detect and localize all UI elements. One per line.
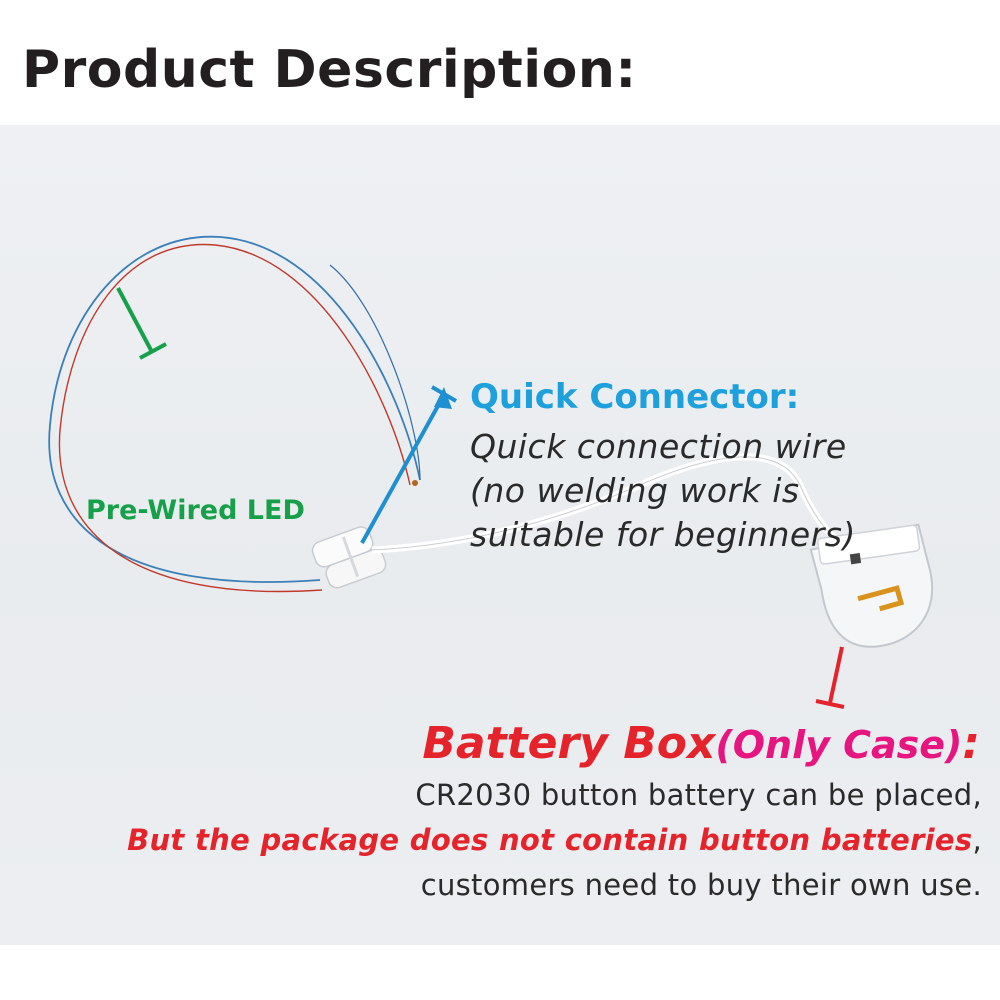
blue-arrow-head [434,387,452,409]
quick-connector [311,526,387,589]
battery-box-title-sub: (Only Case) [715,723,963,767]
green-t-arrow-icon [116,287,167,360]
battery-box-line-1: CR2030 button battery can be placed, [415,778,982,812]
battery-box-line-3: customers need to buy their own use. [420,868,982,902]
led-wire-blue [48,235,421,583]
product-illustration [48,235,934,709]
quick-connector-line-1: Quick connection wire [470,427,847,466]
quick-connector-line-2: (no welding work is [470,471,800,510]
battery-box [809,523,934,648]
red-t-arrow-icon [815,646,845,709]
battery-box-line-2: But the package does not contain button … [127,823,982,857]
led-tip [412,480,418,486]
battery-box-title: Battery Box(Only Case): [422,718,980,769]
battery-box-title-main: Battery Box [422,718,716,769]
page-title: Product Description: [22,40,637,100]
battery-box-line-2-end: , [972,823,982,857]
quick-connector-title: Quick Connector: [470,377,800,417]
quick-connector-line-3: suitable for beginners) [470,515,856,554]
led-wire-red [58,243,411,593]
led-wire-blue-2 [329,264,421,481]
pre-wired-led-label: Pre-Wired LED [86,495,305,526]
product-photo: Pre-Wired LED Quick Connector: Quick con… [0,125,1000,945]
battery-box-title-end: : [962,718,980,769]
battery-box-warning: But the package does not contain button … [127,823,973,857]
blue-t-arrow-icon [360,385,458,544]
